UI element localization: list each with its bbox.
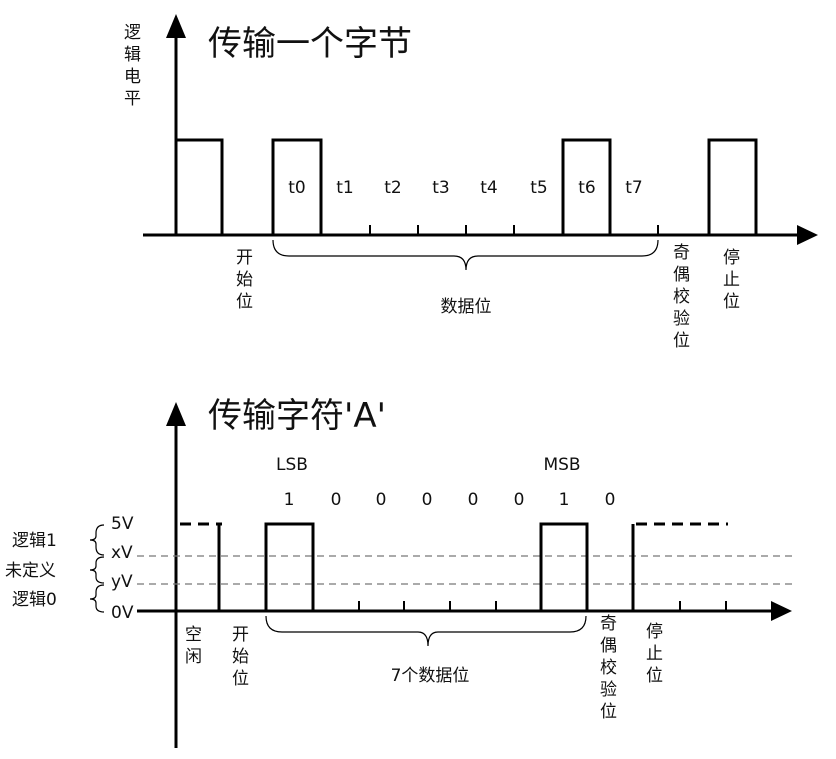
undefined-brace: [89, 556, 105, 584]
top-stop-bit-label: 停: [723, 248, 740, 268]
top-y-axis-arrow-icon: [166, 14, 186, 38]
bottom-stop-bit-label: 位: [646, 666, 663, 686]
voltage-label-xv: xV: [111, 543, 133, 563]
logic0-label: 逻辑0: [12, 590, 57, 610]
bottom-stop-bit-label: 停: [646, 622, 663, 642]
bottom-parity-bit-label: 校: [600, 658, 617, 678]
bottom-parity-bit-label: 验: [600, 680, 617, 700]
top-stop-bit-label: 止: [723, 270, 740, 290]
idle-label: 空: [185, 625, 202, 645]
bit-value: 1: [559, 490, 570, 510]
top-parity-bit-label: 位: [673, 331, 690, 351]
top-start-bit-label: 位: [236, 292, 253, 312]
bottom-parity-bit-label: 位: [600, 702, 617, 722]
voltage-label-5v: 5V: [111, 514, 134, 534]
undefined-label: 未定义: [5, 561, 56, 581]
top-parity-bit-label: 验: [673, 309, 690, 329]
top-bit-label: t3: [432, 178, 449, 198]
top-diagram: 传输一个字节 逻 辑 电 平 t0 t1 t2 t3 t4 t5 t6 t7 数…: [124, 14, 818, 351]
bottom-start-bit-label: 始: [232, 647, 249, 667]
msb-label: MSB: [543, 455, 580, 475]
bottom-x-axis-arrow-icon: [771, 601, 792, 621]
top-y-label-3: 电: [124, 67, 141, 87]
bottom-title: 传输字符'A': [208, 396, 386, 436]
bottom-start-bit-label: 位: [232, 669, 249, 689]
top-title: 传输一个字节: [208, 24, 412, 64]
top-stop-bit-label: 位: [723, 292, 740, 312]
bottom-stop-bit-label: 止: [646, 644, 663, 664]
top-bit-label: t6: [578, 178, 595, 198]
top-bit-label: t0: [288, 178, 305, 198]
top-y-label-2: 辑: [124, 45, 141, 65]
top-bit-label: t7: [625, 178, 642, 198]
lsb-label: LSB: [276, 455, 308, 475]
top-bit-label: t4: [480, 178, 497, 198]
top-x-axis-arrow-icon: [797, 225, 818, 245]
top-y-label-1: 逻: [124, 23, 141, 43]
logic1-brace: [89, 524, 105, 556]
bottom-data-bits-label: 7个数据位: [391, 666, 470, 686]
bit-value: 0: [376, 490, 387, 510]
logic0-brace: [89, 584, 105, 613]
top-y-label-4: 平: [124, 89, 141, 109]
top-data-bits-label: 数据位: [441, 297, 492, 317]
voltage-label-0v: 0V: [111, 603, 134, 623]
top-waveform: [176, 138, 758, 235]
idle-label: 闲: [185, 647, 202, 667]
top-parity-bit-label: 奇: [673, 243, 690, 263]
bit-value: 0: [468, 490, 479, 510]
bit-value: 0: [605, 490, 616, 510]
top-bit-label: t5: [530, 178, 547, 198]
logic1-label: 逻辑1: [12, 531, 57, 551]
top-parity-bit-label: 校: [673, 287, 690, 307]
top-bit-label: t2: [384, 178, 401, 198]
bit-value: 0: [514, 490, 525, 510]
top-parity-bit-label: 偶: [673, 265, 690, 285]
bit-value: 0: [331, 490, 342, 510]
bottom-diagram: 传输字符'A' 5V xV yV 0V 逻辑1 未定义 逻辑0 LSB MSB: [5, 396, 795, 748]
top-bit-label: t1: [336, 178, 353, 198]
bottom-start-bit-label: 开: [232, 625, 249, 645]
top-start-bit-label: 开: [236, 248, 253, 268]
bottom-parity-bit-label: 奇: [600, 614, 617, 634]
top-start-bit-label: 始: [236, 270, 253, 290]
bit-value: 1: [284, 490, 295, 510]
bottom-waveform: [217, 522, 635, 611]
top-data-bits-brace: [272, 239, 659, 271]
bottom-y-axis-arrow-icon: [166, 402, 186, 426]
bit-value: 0: [422, 490, 433, 510]
bottom-data-bits-brace: [265, 615, 587, 647]
voltage-label-yv: yV: [111, 572, 133, 592]
bottom-parity-bit-label: 偶: [600, 636, 617, 656]
